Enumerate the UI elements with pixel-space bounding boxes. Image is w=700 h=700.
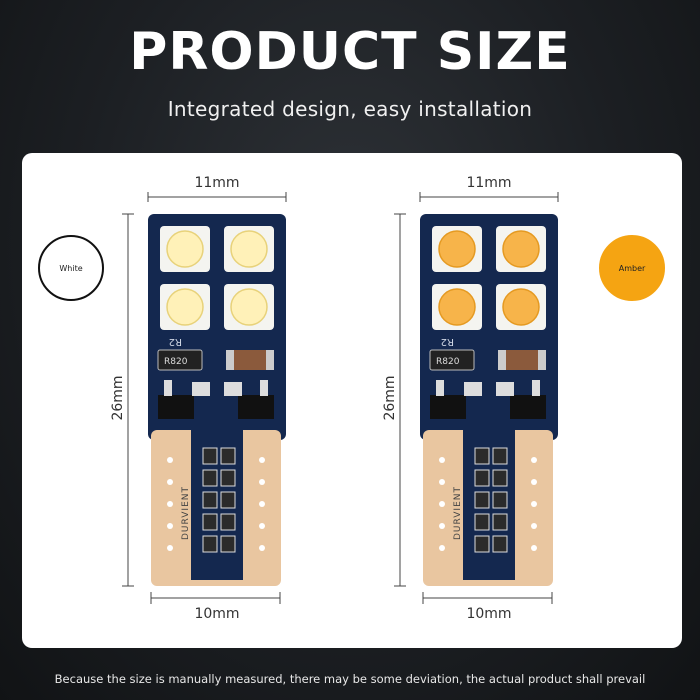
resistor-code: R820 [164, 357, 188, 367]
resistor-code: R820 [436, 357, 460, 367]
capacitor [500, 350, 544, 370]
capacitor-terminal [498, 350, 506, 370]
copper-dot [439, 479, 445, 485]
stem-resistor [220, 535, 236, 553]
pad [464, 382, 482, 396]
component-label: R2 [169, 336, 182, 347]
stem-resistor [220, 447, 236, 465]
chip [238, 395, 274, 419]
capacitor-terminal [226, 350, 234, 370]
page-subtitle: Integrated design, easy installation [167, 97, 533, 121]
dimension-bottom-width: 10mm [466, 606, 512, 622]
led-emitter [230, 230, 268, 268]
copper-dot [259, 545, 265, 551]
chip [430, 395, 466, 419]
chip-pin [260, 380, 268, 396]
stem-resistor [492, 535, 508, 553]
stem-resistor [474, 535, 490, 553]
copper-dot [259, 501, 265, 507]
copper-dot [167, 457, 173, 463]
copper-dot [439, 457, 445, 463]
copper-dot [439, 501, 445, 507]
color-badge-amber: Amber [599, 235, 665, 301]
copper-dot [531, 523, 537, 529]
led-emitter [502, 230, 540, 268]
stem-resistor [474, 469, 490, 487]
color-badge-label: Amber [618, 263, 646, 273]
dimension-bottom-width: 10mm [194, 606, 240, 622]
stem-resistor [220, 469, 236, 487]
copper-dot [259, 523, 265, 529]
chip-pin [436, 380, 444, 396]
pad [192, 382, 210, 396]
copper-dot [167, 501, 173, 507]
capacitor [228, 350, 272, 370]
led-emitter [502, 288, 540, 326]
copper-dot [259, 479, 265, 485]
copper-dot [531, 457, 537, 463]
color-badge-label: White [59, 263, 83, 273]
stem-resistor [492, 469, 508, 487]
stem-resistor [202, 491, 218, 509]
led-emitter [438, 230, 476, 268]
dimension-top-width: 11mm [194, 175, 240, 191]
copper-dot [167, 545, 173, 551]
dimension-top-width: 11mm [466, 175, 512, 191]
chip-pin [532, 380, 540, 396]
copper-dot [167, 523, 173, 529]
color-badge-white: White [38, 235, 104, 301]
chip-pin [164, 380, 172, 396]
resistor [429, 349, 475, 371]
chip [158, 395, 194, 419]
measurement-disclaimer: Because the size is manually measured, t… [54, 672, 646, 686]
copper-dot [167, 479, 173, 485]
led-emitter [166, 230, 204, 268]
stem-resistor [202, 535, 218, 553]
dimension-length: 26mm [382, 375, 398, 421]
copper-dot [439, 523, 445, 529]
stem-resistor [492, 513, 508, 531]
product-panel [22, 153, 682, 648]
stem-resistor [220, 491, 236, 509]
stem-resistor [492, 491, 508, 509]
dimension-length: 26mm [110, 375, 126, 421]
copper-dot [259, 457, 265, 463]
stem-resistor [474, 447, 490, 465]
stem-resistor [474, 491, 490, 509]
brand-label: DURVIENT [453, 486, 463, 540]
stem-resistor [202, 447, 218, 465]
chip [510, 395, 546, 419]
pad [496, 382, 514, 396]
stem-resistor [474, 513, 490, 531]
stem-resistor [492, 447, 508, 465]
capacitor-terminal [538, 350, 546, 370]
capacitor-terminal [266, 350, 274, 370]
copper-dot [531, 479, 537, 485]
pad [224, 382, 242, 396]
page-title: PRODUCT SIZE [129, 22, 571, 82]
copper-dot [439, 545, 445, 551]
stem-resistor [202, 469, 218, 487]
led-emitter [166, 288, 204, 326]
copper-dot [531, 545, 537, 551]
stem-resistor [202, 513, 218, 531]
resistor [157, 349, 203, 371]
brand-label: DURVIENT [181, 486, 191, 540]
led-emitter [438, 288, 476, 326]
copper-dot [531, 501, 537, 507]
stem-resistor [220, 513, 236, 531]
component-label: R2 [441, 336, 454, 347]
led-emitter [230, 288, 268, 326]
